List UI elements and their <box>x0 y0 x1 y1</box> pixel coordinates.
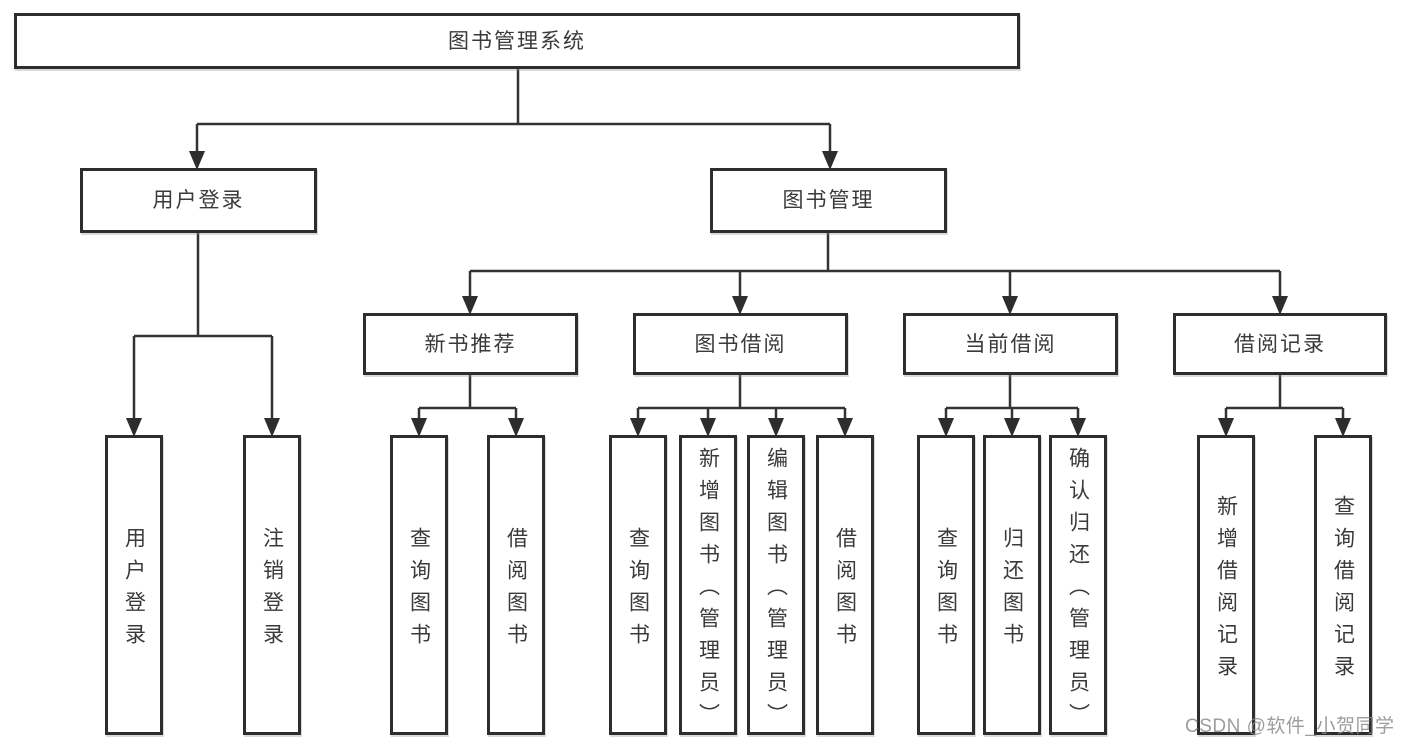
node-label: 编辑图书（管理员） <box>764 446 788 735</box>
node-user-login: 用户登录 <box>80 168 317 233</box>
node-label: 新增借阅记录 <box>1214 494 1238 687</box>
leaf-confirm-return-admin: 确认归还（管理员） <box>1049 435 1107 735</box>
leaf-user-login: 用户登录 <box>105 435 163 735</box>
node-label: 用户登录 <box>122 526 146 655</box>
node-library-system: 图书管理系统 <box>14 13 1020 69</box>
node-label: 注销登录 <box>260 526 284 655</box>
node-book-borrowing: 图书借阅 <box>633 313 848 375</box>
node-new-book-recommendation: 新书推荐 <box>363 313 578 375</box>
leaf-return-books: 归还图书 <box>983 435 1041 735</box>
node-label: 查询图书 <box>934 526 958 655</box>
node-label: 查询借阅记录 <box>1331 494 1355 687</box>
leaf-borrow-books: 借阅图书 <box>816 435 874 735</box>
node-label: 新增图书（管理员） <box>696 446 720 735</box>
leaf-add-books-admin: 新增图书（管理员） <box>679 435 737 735</box>
leaf-edit-books-admin: 编辑图书（管理员） <box>747 435 805 735</box>
leaf-query-books-current: 查询图书 <box>917 435 975 735</box>
node-label: 查询图书 <box>407 526 431 655</box>
node-label: 用户登录 <box>152 189 245 212</box>
leaf-query-books-borrow: 查询图书 <box>609 435 667 735</box>
node-label: 借阅图书 <box>833 526 857 655</box>
leaf-borrow-books-recommend: 借阅图书 <box>487 435 545 735</box>
leaf-add-borrow-record: 新增借阅记录 <box>1197 435 1255 735</box>
node-current-borrowing: 当前借阅 <box>903 313 1118 375</box>
leaf-query-borrow-record: 查询借阅记录 <box>1314 435 1372 735</box>
node-label: 新书推荐 <box>424 332 517 356</box>
node-label: 当前借阅 <box>964 332 1057 356</box>
node-label: 确认归还（管理员） <box>1066 446 1090 735</box>
node-label: 图书管理 <box>782 189 875 212</box>
node-borrowing-records: 借阅记录 <box>1173 313 1387 375</box>
leaf-query-books-recommend: 查询图书 <box>390 435 448 735</box>
node-label: 查询图书 <box>626 526 650 655</box>
node-label: 借阅图书 <box>504 526 528 655</box>
node-label: 图书借阅 <box>694 332 787 356</box>
csdn-watermark: CSDN @软件_小贺同学 <box>1185 716 1395 737</box>
leaf-logout: 注销登录 <box>243 435 301 735</box>
node-label: 借阅记录 <box>1234 332 1326 356</box>
node-label: 归还图书 <box>1000 526 1024 655</box>
node-book-management: 图书管理 <box>710 168 947 233</box>
node-label: 图书管理系统 <box>448 29 586 53</box>
